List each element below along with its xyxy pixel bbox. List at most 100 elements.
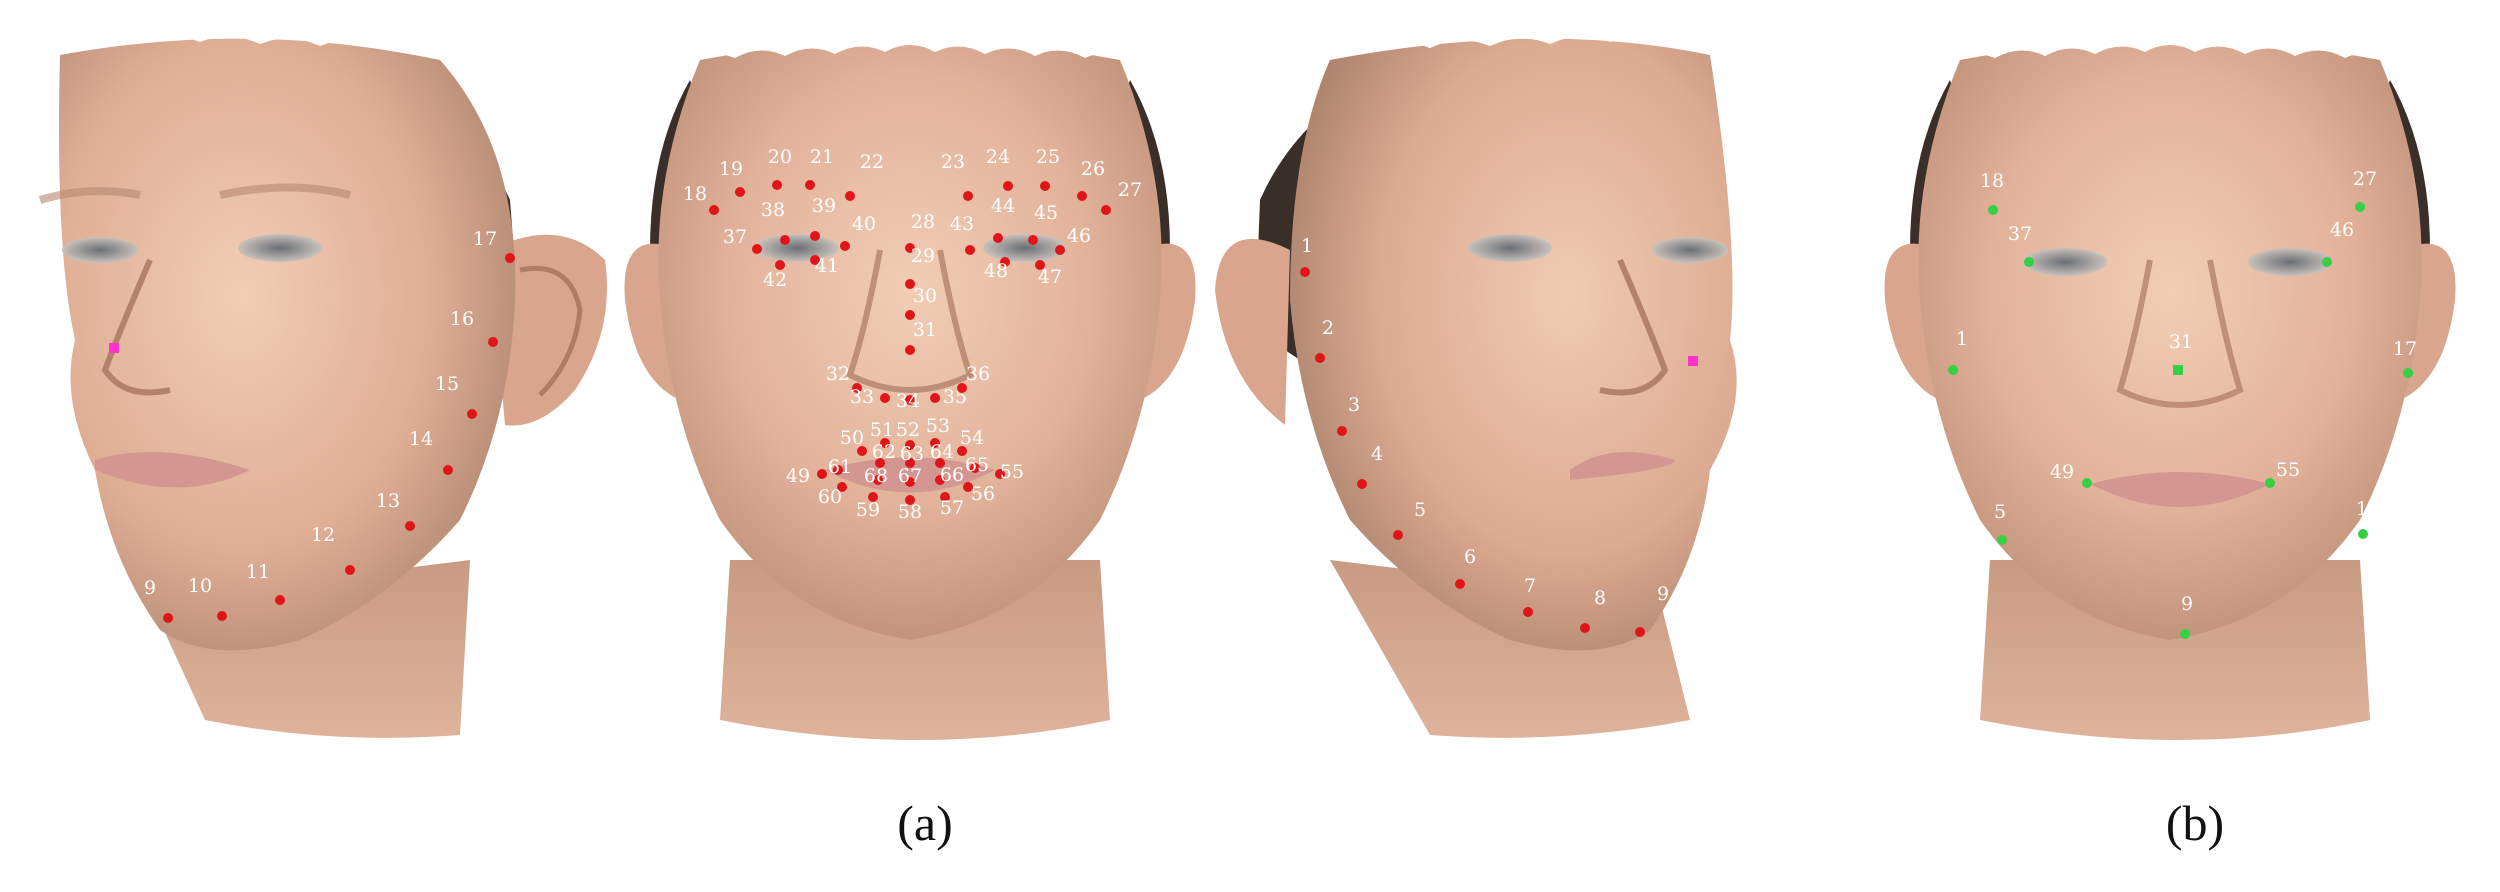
landmark-point-35 [930, 393, 940, 403]
landmark-label-58: 58 [898, 501, 922, 523]
landmark-point-40 [840, 241, 850, 251]
landmark-point-11 [275, 595, 285, 605]
landmark-point-26 [1077, 191, 1087, 201]
landmark-label-30: 30 [913, 285, 937, 307]
landmark-label-2: 2 [1322, 317, 1334, 339]
ear-inner [519, 265, 583, 397]
landmark-point-16 [488, 337, 498, 347]
landmark-point-13 [405, 521, 415, 531]
landmark-point-63 [905, 458, 915, 468]
lips [825, 457, 995, 493]
landmark-point-5 [1997, 535, 2007, 545]
landmark-point-1 [1300, 267, 1310, 277]
landmark-point-2 [1315, 353, 1325, 363]
landmark-label-4: 4 [1371, 443, 1383, 465]
eye-right [983, 234, 1067, 262]
landmark-label-68: 68 [864, 465, 888, 487]
eye-left [1468, 234, 1552, 262]
face-subset-view [1884, 0, 2456, 740]
scalp-cut [1940, 0, 2400, 62]
landmark-point-24 [1003, 181, 1013, 191]
landmark-point-47 [1035, 260, 1045, 270]
landmark-point-27 [2355, 202, 2365, 212]
landmark-point-58 [905, 495, 915, 505]
landmark-label-31: 31 [913, 319, 937, 341]
landmark-point-46 [1055, 245, 1065, 255]
landmark-label-46: 46 [2330, 219, 2354, 241]
caption-a: (a) [897, 795, 953, 851]
landmark-point-59 [868, 492, 878, 502]
landmark-label-26: 26 [1081, 158, 1105, 180]
landmark-point-46 [2322, 257, 2332, 267]
landmark-label-45: 45 [1034, 202, 1058, 224]
landmark-point-56 [963, 482, 973, 492]
landmark-point-39 [810, 231, 820, 241]
landmark-label-16: 16 [450, 308, 474, 330]
landmark-point-55 [995, 469, 1005, 479]
landmark-label-63: 63 [900, 443, 924, 465]
landmark-point-67 [905, 477, 915, 487]
landmark-label-55: 55 [1000, 461, 1024, 483]
landmark-label-51: 51 [870, 419, 894, 441]
landmark-point-27 [1101, 205, 1111, 215]
landmark-label-32: 32 [826, 363, 850, 385]
caption-b: (b) [2166, 795, 2224, 851]
landmark-point-41 [810, 255, 820, 265]
landmark-point-62 [875, 458, 885, 468]
landmark-point-32 [852, 383, 862, 393]
face-frontal-view [624, 0, 1196, 740]
landmark-point-30 [905, 310, 915, 320]
landmark-point-28 [905, 243, 915, 253]
landmark-label-15: 15 [435, 373, 459, 395]
landmark-point-23 [963, 191, 973, 201]
landmark-label-60: 60 [818, 486, 842, 508]
landmark-label-43: 43 [950, 213, 974, 235]
landmark-point-17 [505, 253, 515, 263]
landmark-label-1: 1 [1301, 235, 1313, 257]
brow-left [38, 187, 141, 204]
landmark-label-41: 41 [815, 255, 839, 277]
landmark-label-54: 54 [960, 427, 984, 449]
landmark-point-37 [752, 244, 762, 254]
landmark-label-59: 59 [856, 499, 880, 521]
ear [1215, 238, 1290, 425]
landmark-point-13 [2358, 529, 2368, 539]
landmark-label-37: 37 [2008, 223, 2032, 245]
landmark-point-15 [467, 409, 477, 419]
head-skin [1290, 38, 1737, 651]
landmark-point-36 [957, 383, 967, 393]
landmark-label-3: 3 [1348, 394, 1360, 416]
landmark-point-37 [2024, 257, 2034, 267]
landmark-point-49 [2082, 478, 2092, 488]
head-skin [658, 40, 1162, 640]
landmark-label-65: 65 [965, 454, 989, 476]
landmark-point-50 [857, 446, 867, 456]
landmark-label-56: 56 [971, 483, 995, 505]
landmark-label-6: 6 [1464, 546, 1476, 568]
landmark-label-13: 13 [2356, 498, 2380, 520]
landmark-point-25 [1040, 181, 1050, 191]
landmark-label-21: 21 [810, 146, 834, 168]
landmark-label-66: 66 [940, 464, 964, 486]
landmark-point-18 [709, 205, 719, 215]
occluded-marker-left [109, 343, 119, 353]
landmark-point-45 [1028, 235, 1038, 245]
landmark-point-64 [935, 458, 945, 468]
landmark-label-17: 17 [2393, 338, 2417, 360]
landmark-label-39: 39 [812, 195, 836, 217]
landmark-label-42: 42 [763, 269, 787, 291]
ear [490, 234, 607, 426]
landmark-label-14: 14 [409, 428, 433, 450]
nose [1599, 258, 1669, 396]
landmark-label-48: 48 [984, 260, 1008, 282]
landmark-point-14 [443, 465, 453, 475]
landmark-label-13: 13 [376, 490, 400, 512]
landmark-point-34 [905, 395, 915, 405]
landmark-point-55 [2265, 478, 2275, 488]
lips [95, 452, 250, 488]
nose-tip-marker-subset [2173, 365, 2183, 375]
